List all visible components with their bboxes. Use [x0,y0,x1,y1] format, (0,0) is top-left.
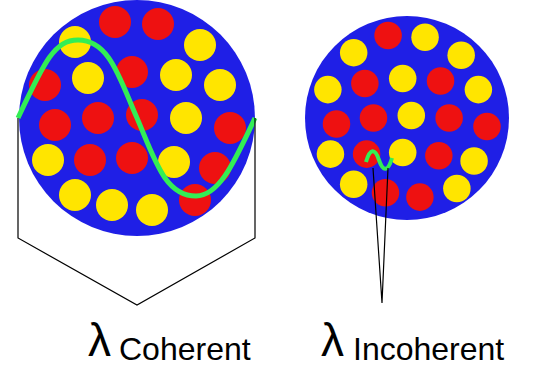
nucleon [204,69,236,101]
nucleon [32,144,64,176]
nucleon [447,41,475,69]
nucleon [160,59,192,91]
nucleon [460,147,488,175]
nucleon [435,104,463,132]
nucleon [99,6,131,38]
nucleon [96,189,128,221]
nucleon [39,109,71,141]
nucleon [340,170,368,198]
nucleon [214,112,246,144]
nucleon [351,70,379,98]
nucleon [323,110,351,138]
nucleon [374,22,402,50]
nucleon [116,142,148,174]
nucleon [317,140,345,168]
nucleon [199,152,231,184]
nucleon [389,65,417,93]
wavelength-bracket [18,118,255,305]
nucleon [360,104,388,132]
nucleon [340,39,368,67]
nucleon [314,76,342,104]
nucleon [136,194,168,226]
nucleon [398,102,426,130]
wavelength-symbol: λ [88,314,111,366]
wavelength-subscript-box: Coherent [119,333,251,365]
nucleon [142,8,174,40]
nucleon [82,102,114,134]
wavelength-subscript: Incoherent [353,331,504,367]
nucleus-disc [19,0,255,236]
nucleon [184,29,216,61]
nucleon [425,142,453,170]
nucleon [406,183,434,211]
wavelength-symbol-box: λ [88,317,111,363]
nucleon [465,76,493,104]
nucleon [72,62,104,94]
nucleus-disc [305,16,509,220]
wavelength-subscript-box: Incoherent [353,333,504,365]
wave [366,151,392,169]
wavelength-symbol-box: λ [321,317,344,363]
wavelength-symbol: λ [321,314,344,366]
wave [18,40,255,196]
nucleon [74,144,106,176]
nucleon [179,184,211,216]
nucleon [473,113,501,141]
nucleon [427,67,455,95]
wavelength-subscript: Coherent [119,331,251,367]
wavelength-bracket [373,168,388,303]
nucleon-group [314,22,501,211]
nucleon [170,102,202,134]
nucleon [411,23,439,51]
nucleon [59,179,91,211]
nucleon [389,139,417,167]
nucleon [443,175,471,203]
